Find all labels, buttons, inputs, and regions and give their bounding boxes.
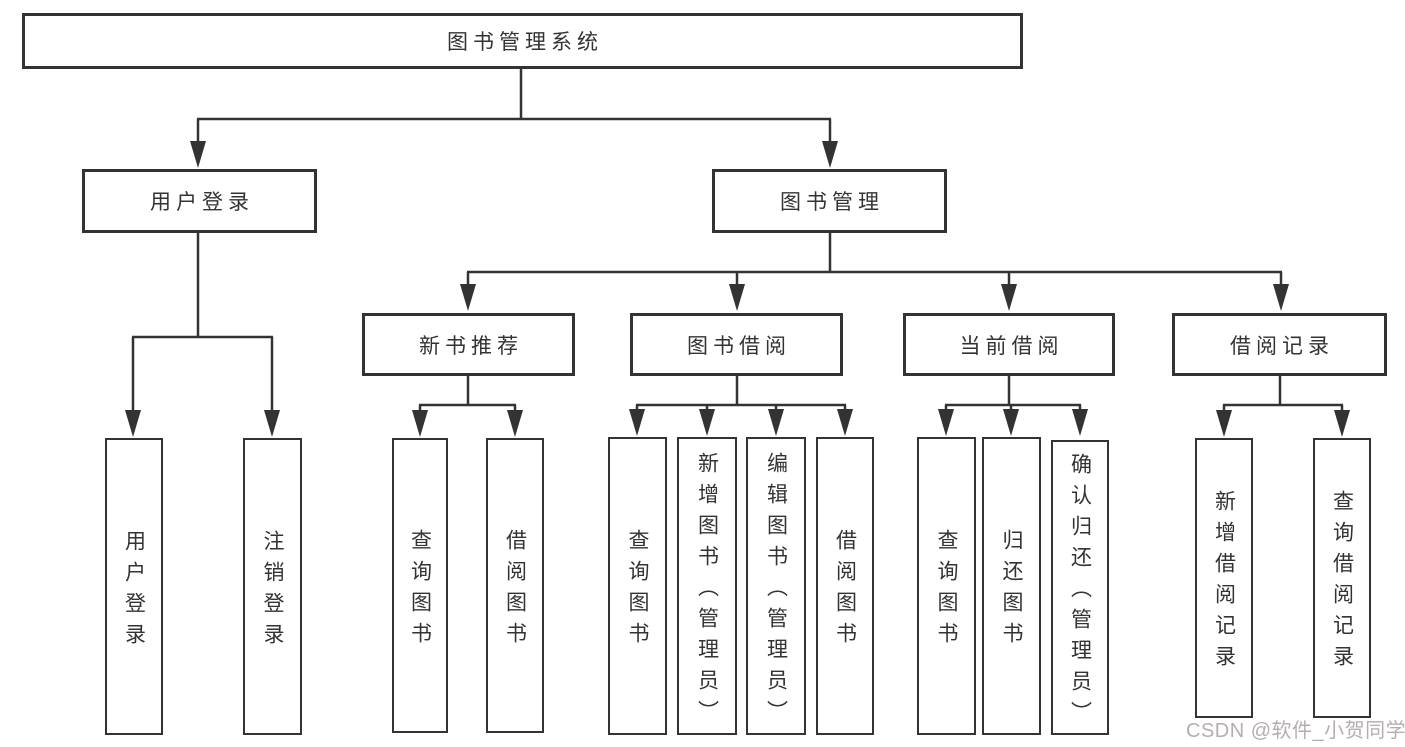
arrowhead <box>1216 410 1232 437</box>
node-root: 图书管理系统 <box>22 13 1023 69</box>
leaf-borrow-query-label: 查询图书 <box>626 529 649 653</box>
node-current-borrow-label: 当前借阅 <box>959 334 1064 358</box>
arrowheads <box>125 141 1350 437</box>
leaf-borrow-query: 查询图书 <box>608 437 667 735</box>
arrowhead <box>699 409 715 436</box>
connector-user-login-children <box>131 233 274 412</box>
leaf-records-add-label: 新增借阅记录 <box>1212 490 1236 676</box>
arrowhead <box>1334 410 1350 437</box>
leaf-records-query: 查询借阅记录 <box>1313 438 1371 718</box>
leaf-logout: 注销登录 <box>243 438 302 735</box>
node-new-book-recommend-label: 新书推荐 <box>419 334 523 358</box>
leaf-current-return-label: 归还图书 <box>1000 529 1023 653</box>
leaf-newbooks-borrow-label: 借阅图书 <box>503 528 527 653</box>
connector-new-books-children <box>418 376 517 412</box>
leaf-borrow-borrow-label: 借阅图书 <box>833 529 857 653</box>
node-current-borrow: 当前借阅 <box>903 313 1115 376</box>
leaf-borrow-borrow: 借阅图书 <box>816 437 874 735</box>
leaf-current-query: 查询图书 <box>917 437 976 735</box>
leaf-current-query-label: 查询图书 <box>935 529 958 653</box>
leaf-borrow-add: 新增图书（管理员） <box>677 437 737 735</box>
arrowhead <box>822 141 838 168</box>
leaf-user-login-label: 用户登录 <box>122 529 146 654</box>
watermark: CSDN @软件_小贺同学 <box>1186 720 1405 742</box>
leaf-user-login: 用户登录 <box>105 438 163 735</box>
arrowhead <box>460 284 476 311</box>
leaf-current-confirm-return-label: 确认归还（管理员） <box>1068 453 1092 732</box>
leaf-newbooks-borrow: 借阅图书 <box>486 438 544 733</box>
node-book-management: 图书管理 <box>712 169 947 233</box>
node-user-login-label: 用户登录 <box>150 191 254 214</box>
arrowhead <box>938 409 954 436</box>
arrowhead <box>125 410 141 437</box>
leaf-logout-label: 注销登录 <box>261 529 284 654</box>
leaf-current-return: 归还图书 <box>982 437 1041 735</box>
arrowhead <box>1072 409 1088 436</box>
connector-root-level1 <box>196 69 832 144</box>
connector-book-management-level2 <box>466 233 1283 287</box>
connector-current-borrow-children <box>944 376 1082 411</box>
leaf-records-query-label: 查询借阅记录 <box>1330 490 1354 676</box>
arrowhead <box>507 410 523 437</box>
arrowhead <box>412 410 428 437</box>
leaf-borrow-edit: 编辑图书（管理员） <box>746 437 806 735</box>
node-user-login: 用户登录 <box>82 169 317 233</box>
arrowhead <box>264 410 280 437</box>
node-root-label: 图书管理系统 <box>447 31 603 54</box>
arrowhead <box>1003 409 1019 436</box>
node-book-borrow: 图书借阅 <box>630 313 843 376</box>
arrowhead <box>190 141 206 168</box>
leaf-borrow-add-label: 新增图书（管理员） <box>695 451 719 731</box>
leaf-records-add: 新增借阅记录 <box>1195 438 1253 718</box>
leaf-newbooks-query: 查询图书 <box>392 438 448 733</box>
arrowhead <box>1273 284 1289 311</box>
node-book-borrow-label: 图书借阅 <box>687 334 791 358</box>
arrowhead <box>768 409 784 436</box>
leaf-current-confirm-return: 确认归还（管理员） <box>1051 440 1109 735</box>
node-borrow-records-label: 借阅记录 <box>1230 334 1334 358</box>
connector-borrow-records-children <box>1222 376 1344 412</box>
node-borrow-records: 借阅记录 <box>1172 313 1387 376</box>
leaf-borrow-edit-label: 编辑图书（管理员） <box>764 451 788 731</box>
connector-book-borrow-children <box>635 376 847 411</box>
arrowhead <box>837 409 853 436</box>
arrowhead <box>1001 284 1017 311</box>
node-book-management-label: 图书管理 <box>780 191 884 214</box>
leaf-newbooks-query-label: 查询图书 <box>408 528 432 653</box>
arrowhead <box>629 409 645 436</box>
node-new-book-recommend: 新书推荐 <box>362 313 575 376</box>
arrowhead <box>729 284 745 311</box>
